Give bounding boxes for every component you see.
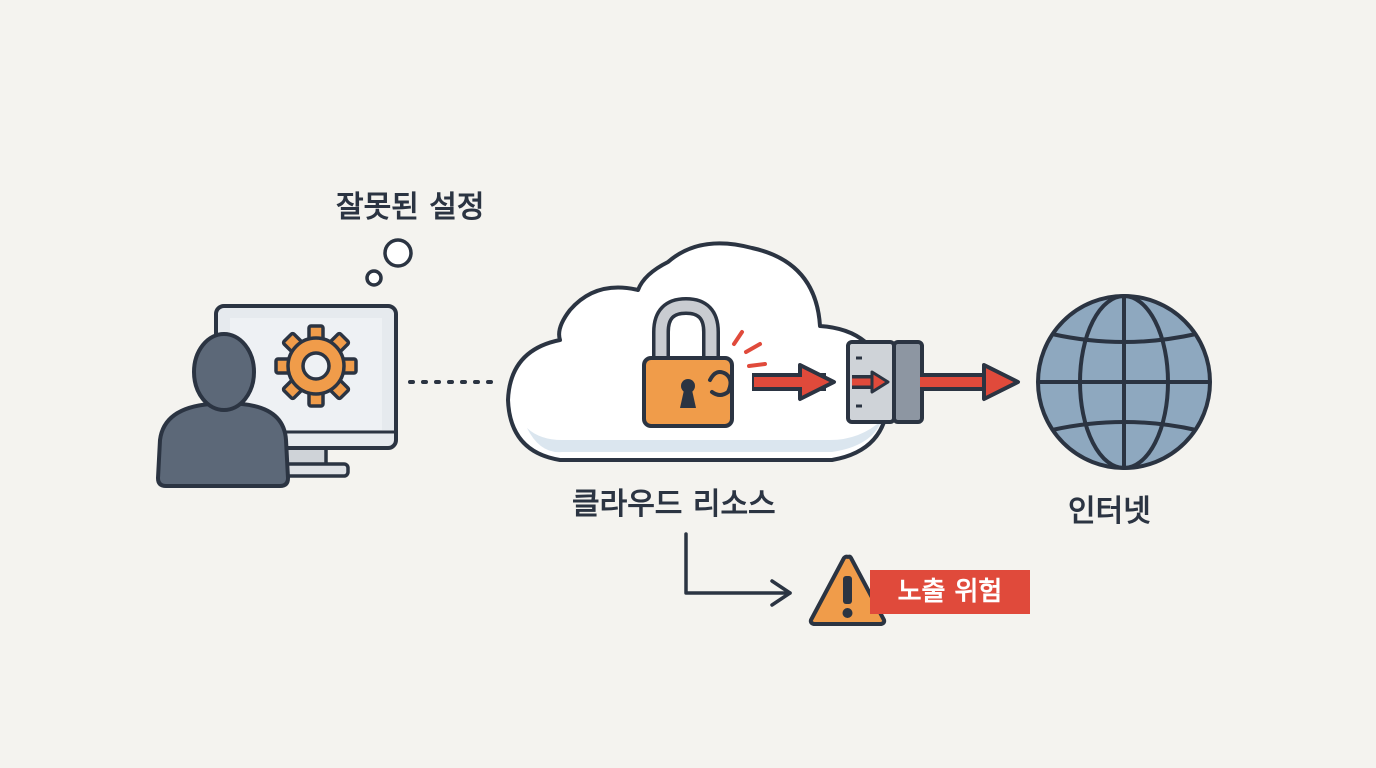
cloud-resource-label: 클라우드 리소스: [572, 487, 776, 522]
misconfiguration-label: 잘못된 설정: [336, 190, 485, 225]
thought-bubble-icon: [365, 238, 413, 287]
gear-icon: [274, 324, 358, 408]
person-icon: [156, 332, 290, 488]
internet-label: 인터넷: [1068, 494, 1151, 529]
warning-icon: [808, 554, 887, 626]
broken-padlock-icon: [642, 296, 767, 428]
flow-arrow-to-internet-head: [982, 363, 1020, 401]
open-port-icon: [846, 340, 924, 424]
exposure-risk-badge: 노출 위험: [870, 570, 1030, 614]
globe-icon: [1036, 294, 1212, 470]
exposure-connector-arrow: [684, 532, 792, 607]
